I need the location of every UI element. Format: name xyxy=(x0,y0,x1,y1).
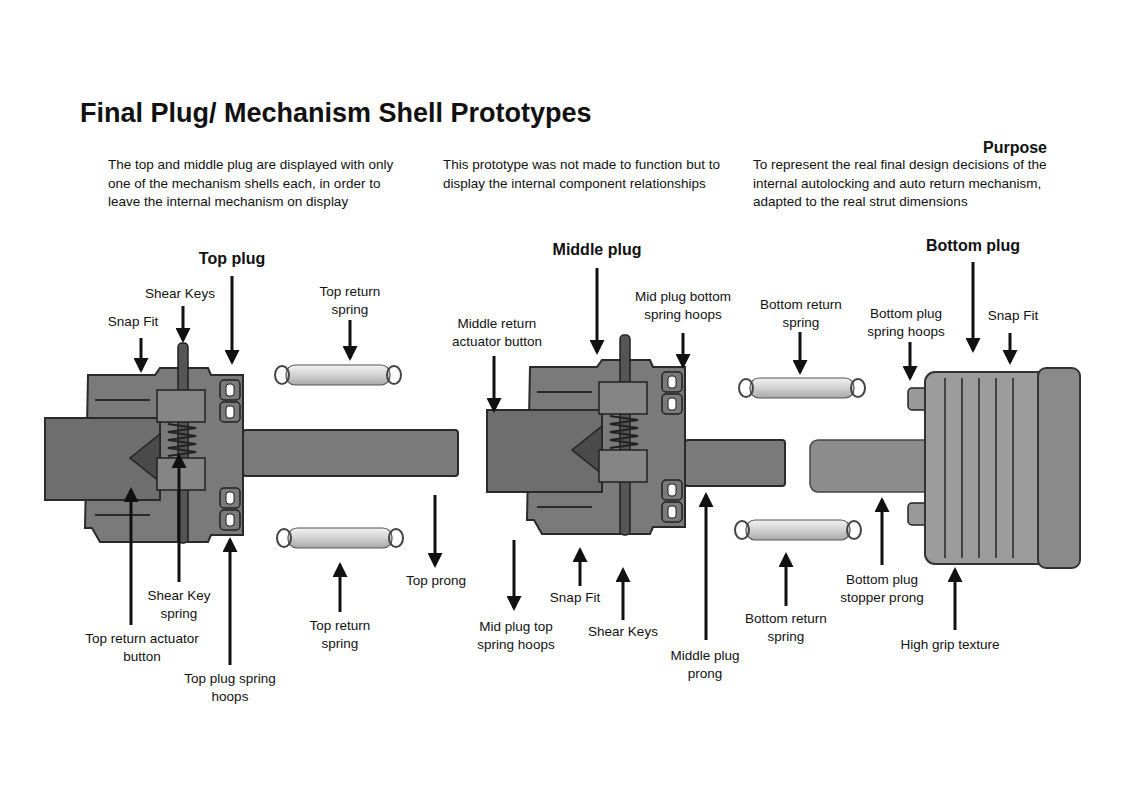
part-label: Top return actuator button xyxy=(80,630,205,666)
top-prong-shape xyxy=(243,430,458,476)
part-label: Shear Key spring xyxy=(139,587,219,623)
leader-arrow xyxy=(339,565,342,612)
part-label: Mid plug bottom spring hoops xyxy=(621,288,746,324)
heading-label: Purpose xyxy=(983,138,1063,158)
leader-arrow xyxy=(178,456,181,582)
leader-arrow xyxy=(682,333,685,366)
spring-shape xyxy=(277,528,403,548)
bottom-plug-cap xyxy=(1038,368,1080,568)
part-label: Bottom return spring xyxy=(736,610,836,646)
leader-arrow xyxy=(349,320,352,358)
part-label: Snap Fit xyxy=(535,589,615,607)
heading-label: Middle plug xyxy=(537,240,657,260)
leader-arrow xyxy=(140,338,143,370)
note-text: The top and middle plug are displayed wi… xyxy=(108,156,408,212)
leader-arrow xyxy=(579,550,582,586)
middle-prong-shape xyxy=(685,440,785,486)
leader-arrow xyxy=(229,540,232,665)
part-label: Top return spring xyxy=(305,283,395,319)
leader-arrow xyxy=(513,540,516,608)
part-label: High grip texture xyxy=(885,636,1015,654)
leader-arrow xyxy=(881,500,884,565)
part-label: Top plug spring hoops xyxy=(175,670,285,706)
top-plug-shell xyxy=(45,343,243,543)
part-label: Middle plug prong xyxy=(658,647,753,683)
part-label: Bottom plug spring hoops xyxy=(856,305,956,341)
part-label: Bottom plug stopper prong xyxy=(825,571,940,607)
leader-arrow xyxy=(954,570,957,630)
leader-arrow xyxy=(799,332,802,372)
part-label: Snap Fit xyxy=(93,313,173,331)
part-label: Snap Fit xyxy=(978,307,1048,325)
leader-arrow xyxy=(182,306,185,340)
leader-arrow xyxy=(622,570,625,620)
heading-label: Bottom plug xyxy=(913,236,1033,256)
leader-arrow xyxy=(130,490,133,625)
part-label: Middle return actuator button xyxy=(437,315,557,351)
part-label: Shear Keys xyxy=(578,623,668,641)
part-label: Shear Keys xyxy=(130,285,230,303)
part-label: Bottom return spring xyxy=(751,296,851,332)
heading-label: Top plug xyxy=(182,249,282,269)
stopper-prong-shape xyxy=(810,440,935,492)
leader-arrow xyxy=(705,495,708,640)
spring-shape xyxy=(739,378,865,398)
middle-plug-shell xyxy=(487,335,685,535)
spring-shape xyxy=(735,520,861,540)
leader-arrow xyxy=(231,276,234,362)
note-text: This prototype was not made to function … xyxy=(443,156,728,193)
leader-arrow xyxy=(434,495,437,565)
page-title: Final Plug/ Mechanism Shell Prototypes xyxy=(80,98,592,129)
leader-arrow xyxy=(972,262,975,350)
leader-arrow xyxy=(785,555,788,606)
leader-arrow xyxy=(1009,333,1012,362)
leader-arrow xyxy=(493,356,496,410)
leader-arrow xyxy=(596,268,599,352)
spring-shape xyxy=(275,365,401,385)
grip-ribs xyxy=(945,378,1013,558)
note-text: To represent the real final design decis… xyxy=(753,156,1053,212)
part-label: Top prong xyxy=(391,572,481,590)
leader-arrow xyxy=(909,342,912,378)
leader-arrows xyxy=(131,262,1010,665)
part-label: Top return spring xyxy=(295,617,385,653)
part-label: Mid plug top spring hoops xyxy=(464,618,569,654)
